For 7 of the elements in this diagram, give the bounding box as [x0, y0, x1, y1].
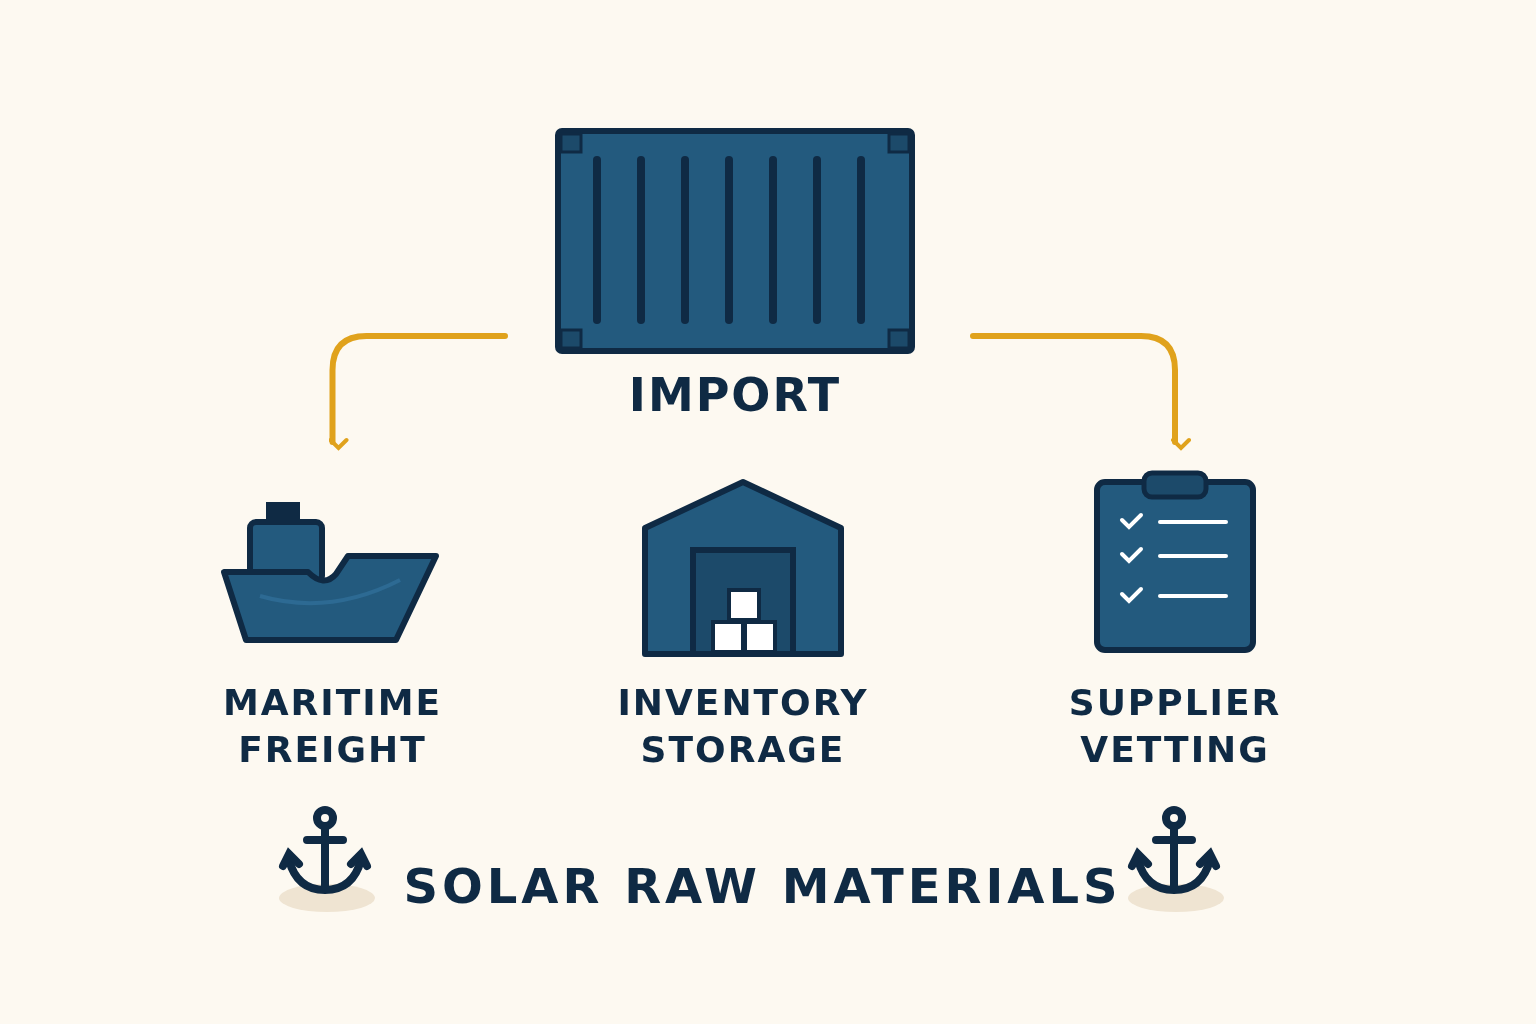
node-label: IMPORT — [627, 367, 843, 424]
node-label: INVENTORY STORAGE — [616, 681, 870, 772]
title: SOLAR RAW MATERIALS — [402, 858, 1123, 914]
curved-arrow — [970, 333, 1191, 450]
node-label: SUPPLIER VETTING — [1067, 681, 1283, 772]
node-label: MARITIME FREIGHT — [221, 681, 444, 772]
curved-arrow — [328, 333, 508, 450]
